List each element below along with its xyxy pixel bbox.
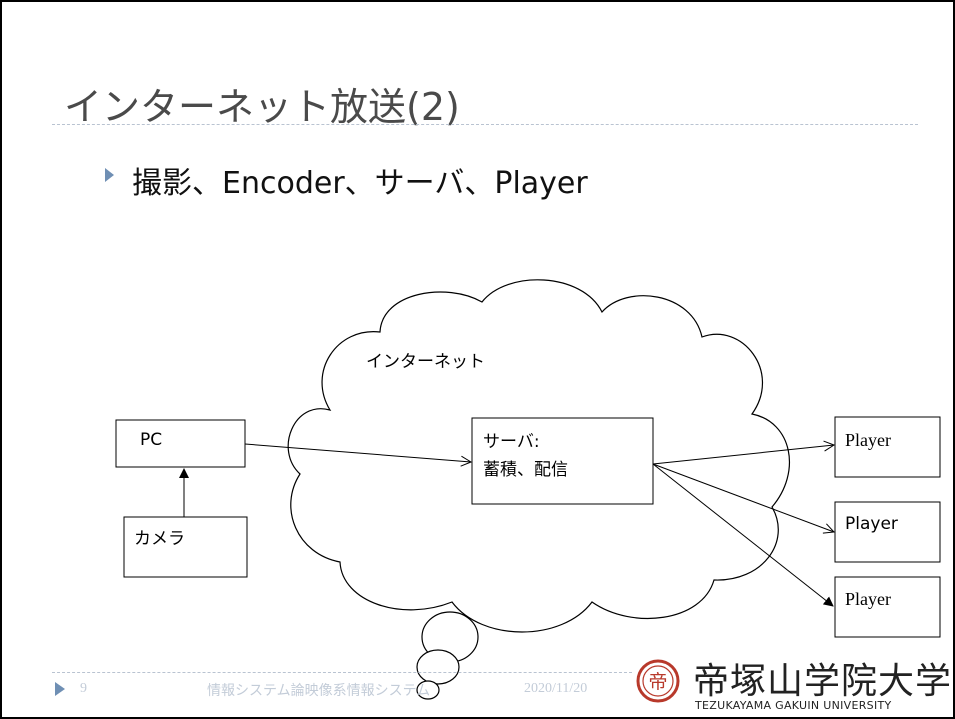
footer-divider (52, 672, 632, 673)
server-label-line1: サーバ: (483, 432, 540, 452)
server-label-line2: 蓄積、配信 (483, 460, 568, 480)
camera-label: カメラ (134, 529, 185, 549)
university-seal-icon: 帝 (636, 659, 680, 703)
player3-label: Player (845, 589, 891, 609)
footer-date: 2020/11/20 (524, 681, 588, 696)
arrow-server-to-player3 (652, 463, 834, 607)
footer-course-title: 情報システム論映像系情報システム (207, 683, 431, 699)
player2-box (834, 501, 941, 563)
arrow-pc-to-server (244, 443, 471, 462)
arrow-server-to-player2 (652, 463, 834, 532)
player2-label: Player (845, 514, 898, 534)
pc-box (115, 419, 246, 468)
pc-label: PC (140, 430, 162, 450)
title-divider (52, 124, 918, 125)
camera-box (123, 516, 248, 578)
svg-text:帝: 帝 (648, 671, 667, 693)
player3-box (834, 576, 941, 638)
university-logo-name: 帝塚山学院大学 (693, 661, 953, 702)
player1-box (834, 416, 941, 478)
player1-label: Player (845, 430, 891, 450)
arrow-server-to-player1 (652, 445, 834, 465)
page-number: 9 (80, 681, 87, 696)
slide-title: インターネット放送(2) (64, 85, 460, 129)
thought-bubble-medium (416, 649, 460, 685)
bullet-text: 撮影、Encoder、サーバ、Player (132, 166, 588, 201)
bullet-arrow-icon (105, 168, 114, 182)
footer-arrow-icon (55, 682, 65, 696)
cloud-label: インターネット (366, 352, 485, 372)
university-logo-subtitle: TEZUKAYAMA GAKUIN UNIVERSITY (695, 699, 892, 712)
thought-bubble-small (416, 680, 440, 700)
